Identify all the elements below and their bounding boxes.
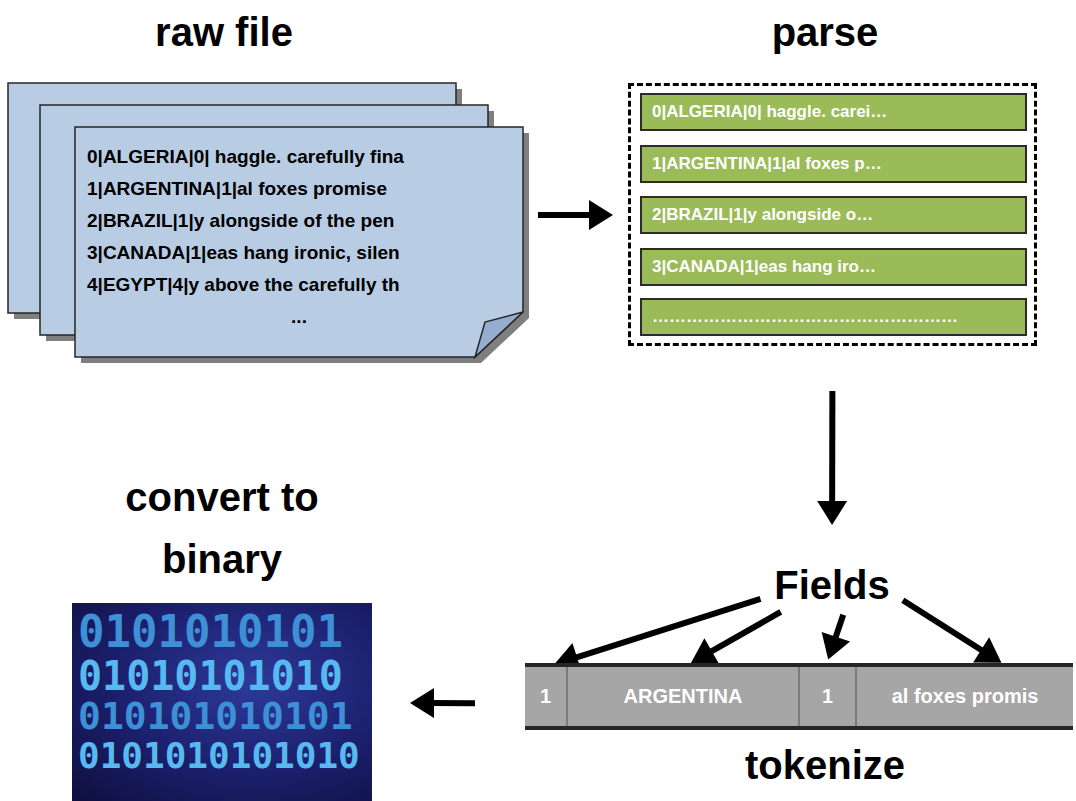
page-shape [75, 127, 523, 357]
token-cell: ARGENTINA [568, 667, 800, 726]
arrow-line [903, 600, 983, 651]
flow-arrow [410, 688, 475, 718]
arrow-line [538, 212, 591, 218]
record-line: 4|EGYPT|4|y above the carefully th [87, 269, 511, 301]
flow-arrow [822, 615, 850, 660]
token-text: ARGENTINA [624, 685, 743, 708]
fields-title: Fields [774, 561, 890, 609]
record-text: 2|BRAZIL|1|y alongside o… [642, 198, 1025, 232]
arrow-head [691, 638, 719, 664]
arrow-head [589, 200, 613, 230]
record-text: 3|CANADA|1|eas hang iro… [642, 250, 1025, 284]
flow-arrow [903, 600, 1002, 663]
binary-digits: 0101010101010 [78, 737, 372, 775]
section-title: convert to binary [72, 466, 372, 590]
arrow-head [822, 632, 850, 660]
arrow-line [432, 700, 475, 706]
flow-arrow [538, 200, 613, 230]
arrow-line [829, 391, 835, 503]
arrow-line [835, 615, 843, 639]
flow-arrow [554, 599, 760, 672]
binary-digits: 01010101010 [78, 655, 372, 697]
fields-label: Fields [766, 561, 898, 609]
record-text: 1|ARGENTINA|1|al foxes p… [642, 147, 1025, 181]
section-title: tokenize [675, 741, 975, 789]
record-text: 0|ALGERIA|0| haggle. carei… [642, 95, 1025, 129]
arrow-head [973, 637, 1001, 663]
arrow-head [410, 688, 434, 718]
record-line: 2|BRAZIL|1|y alongside of the pen [87, 205, 511, 237]
parsed-record: ……………………………………………… [640, 298, 1027, 336]
parsed-record: 0|ALGERIA|0| haggle. carei… [640, 93, 1027, 131]
page-fold [475, 312, 523, 357]
token-text: 1 [822, 685, 833, 708]
flow-arrow [691, 612, 781, 664]
section-title: parse [675, 8, 975, 56]
arrow-line [575, 599, 760, 658]
section-title: raw file [74, 8, 374, 56]
arrow-head [817, 501, 847, 525]
raw-file-page: raw file0|ALGERIA|0| haggle. carefully f… [75, 127, 523, 357]
parsed-record: 3|CANADA|1|eas hang iro… [640, 248, 1027, 286]
ellipsis: ... [87, 301, 511, 333]
binary-digits: 010101010101 [78, 697, 372, 737]
record-line: 0|ALGERIA|0| haggle. carefully fina [87, 141, 511, 173]
arrow-line [710, 612, 781, 652]
token-text: al foxes promis [892, 685, 1039, 708]
token-text: 1 [540, 685, 551, 708]
parse-container: parse0|ALGERIA|0| haggle. carei…1|ARGENT… [628, 83, 1037, 346]
binary-digits: 0101010101 [78, 609, 372, 655]
record-text: ……………………………………………… [642, 300, 1025, 334]
parsed-record: 1|ARGENTINA|1|al foxes p… [640, 145, 1027, 183]
parsed-record: 2|BRAZIL|1|y alongside o… [640, 196, 1027, 234]
token-bar: tokenize1ARGENTINA1al foxes promis [525, 663, 1073, 730]
token-cell: al foxes promis [857, 667, 1073, 726]
token-cell: 1 [525, 667, 568, 726]
binary-image: convert to binary01010101010101010101001… [72, 603, 372, 801]
record-line: 3|CANADA|1|eas hang ironic, silen [87, 237, 511, 269]
flow-arrow [817, 391, 847, 525]
token-cell: 1 [800, 667, 857, 726]
record-line: 1|ARGENTINA|1|al foxes promise [87, 173, 511, 205]
